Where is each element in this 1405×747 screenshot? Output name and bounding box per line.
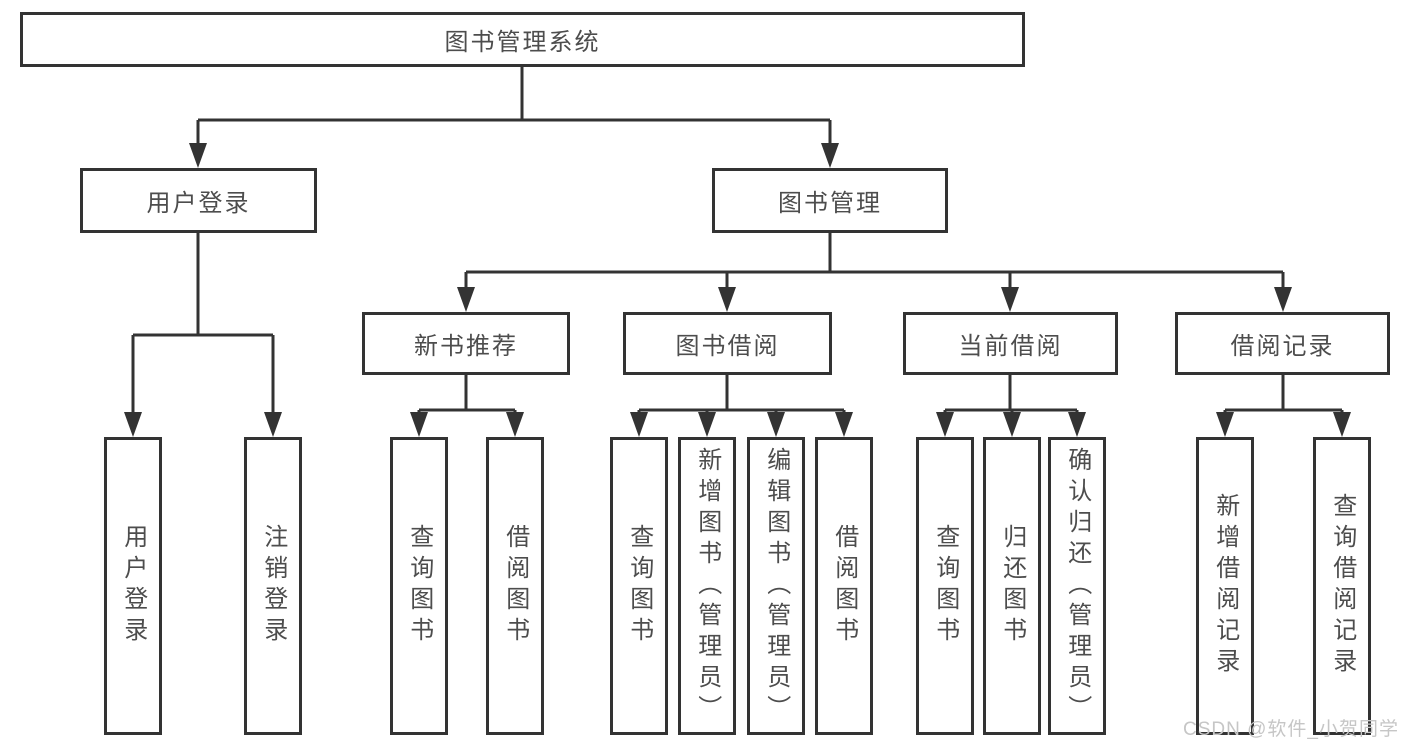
csdn-watermark: CSDN @软件_小贺同学 — [1183, 719, 1399, 740]
leaf-query-books-borrow: 查询图书 — [610, 437, 668, 735]
leaf-query-borrow-record: 查询借阅记录 — [1313, 437, 1371, 735]
node-book-management: 图书管理 — [712, 168, 948, 233]
node-new-book-recommend: 新书推荐 — [362, 312, 570, 375]
leaf-add-book-admin: 新增图书（管理员） — [678, 437, 736, 735]
leaf-add-borrow-record: 新增借阅记录 — [1196, 437, 1254, 735]
node-current-borrowing: 当前借阅 — [903, 312, 1118, 375]
leaf-query-books-recommend: 查询图书 — [390, 437, 448, 735]
leaf-return-book: 归还图书 — [983, 437, 1041, 735]
leaf-confirm-return-admin: 确认归还（管理员） — [1048, 437, 1106, 735]
node-borrowing-records: 借阅记录 — [1175, 312, 1390, 375]
leaf-borrow-books: 借阅图书 — [815, 437, 873, 735]
arrowheads — [124, 143, 1351, 437]
leaf-borrow-books-recommend: 借阅图书 — [486, 437, 544, 735]
leaf-logout: 注销登录 — [244, 437, 302, 735]
leaf-edit-book-admin: 编辑图书（管理员） — [747, 437, 805, 735]
leaf-user-login: 用户登录 — [104, 437, 162, 735]
node-book-borrowing: 图书借阅 — [623, 312, 832, 375]
leaf-query-books-current: 查询图书 — [916, 437, 974, 735]
node-library-system: 图书管理系统 — [20, 12, 1025, 67]
node-user-login: 用户登录 — [80, 168, 317, 233]
